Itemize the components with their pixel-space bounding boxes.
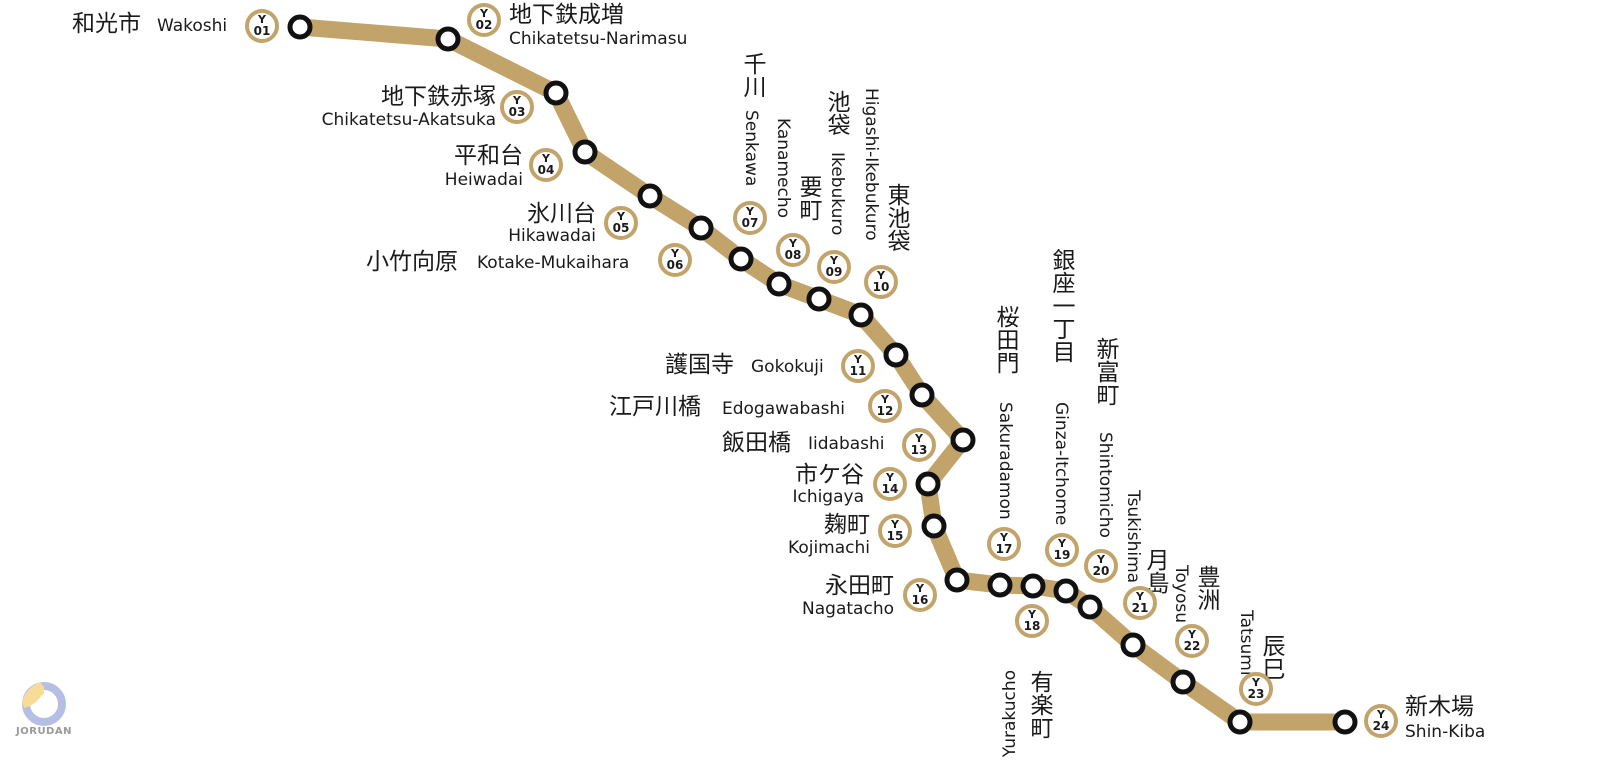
station-name-jp[interactable]: 飯田橋 bbox=[722, 430, 791, 456]
station-name-jp[interactable]: 桜田門 bbox=[992, 305, 1018, 374]
station-name-en[interactable]: Hikawadai bbox=[508, 226, 596, 246]
logo-text: JORUDAN bbox=[16, 726, 72, 737]
station-node-15[interactable] bbox=[921, 513, 947, 539]
station-name-en[interactable]: Ichigaya bbox=[792, 487, 864, 507]
station-node-21[interactable] bbox=[1120, 632, 1146, 658]
station-name-en[interactable]: Kanamecho bbox=[773, 118, 793, 218]
station-node-09[interactable] bbox=[806, 286, 832, 312]
station-name-en[interactable]: Chikatetsu-Narimasu bbox=[509, 29, 688, 49]
station-nodes bbox=[287, 14, 1358, 735]
station-node-24[interactable] bbox=[1332, 709, 1358, 735]
station-node-23[interactable] bbox=[1227, 709, 1253, 735]
station-name-en[interactable]: Wakoshi bbox=[157, 16, 228, 36]
station-node-17[interactable] bbox=[987, 572, 1013, 598]
station-name-en[interactable]: Higashi-Ikebukuro bbox=[861, 88, 881, 241]
station-name-en[interactable]: Yurakucho bbox=[1000, 670, 1020, 758]
station-name-en[interactable]: Shin-Kiba bbox=[1405, 722, 1486, 742]
station-name-en[interactable]: Tsukishima bbox=[1123, 490, 1143, 584]
station-node-20[interactable] bbox=[1077, 594, 1103, 620]
station-node-19[interactable] bbox=[1053, 578, 1079, 604]
station-name-jp[interactable]: 平和台 bbox=[454, 143, 523, 169]
station-node-14[interactable] bbox=[915, 471, 941, 497]
station-name-en[interactable]: Sakuradamon bbox=[995, 402, 1015, 520]
station-name-jp[interactable]: 氷川台 bbox=[527, 201, 596, 227]
station-name-en[interactable]: Chikatetsu-Akatsuka bbox=[321, 110, 496, 130]
station-node-16[interactable] bbox=[944, 567, 970, 593]
station-node-12[interactable] bbox=[909, 382, 935, 408]
station-name-jp[interactable]: 地下鉄赤塚 bbox=[381, 84, 496, 110]
station-name-en[interactable]: Shintomicho bbox=[1095, 432, 1115, 538]
station-node-11[interactable] bbox=[883, 342, 909, 368]
station-name-jp[interactable]: 地下鉄成増 bbox=[509, 2, 624, 28]
station-name-jp[interactable]: 麹町 bbox=[824, 512, 870, 538]
station-node-01[interactable] bbox=[287, 14, 313, 40]
station-node-03[interactable] bbox=[543, 80, 569, 106]
station-name-en[interactable]: Edogawabashi bbox=[722, 399, 846, 419]
station-name-en[interactable]: Tatsumi bbox=[1236, 610, 1256, 676]
station-name-jp[interactable]: 千川 bbox=[739, 52, 765, 98]
station-name-jp[interactable]: 市ケ谷 bbox=[795, 462, 864, 488]
station-node-02[interactable] bbox=[435, 26, 461, 52]
station-name-en[interactable]: Heiwadai bbox=[444, 170, 523, 190]
station-name-en[interactable]: Ginza-Itchome bbox=[1051, 402, 1071, 526]
station-name-en[interactable]: Iidabashi bbox=[808, 434, 885, 454]
station-name-jp[interactable]: 新富町 bbox=[1092, 337, 1118, 406]
station-name-en[interactable]: Senkawa bbox=[741, 110, 761, 187]
station-name-jp[interactable]: 江戸川橋 bbox=[609, 394, 701, 420]
station-node-08[interactable] bbox=[766, 271, 792, 297]
jorudan-logo-icon bbox=[22, 682, 66, 726]
station-name-jp[interactable]: 永田町 bbox=[825, 573, 894, 599]
station-name-en[interactable]: Kojimachi bbox=[788, 538, 870, 558]
station-name-jp[interactable]: 豊洲 bbox=[1193, 565, 1219, 611]
station-node-13[interactable] bbox=[950, 427, 976, 453]
station-name-jp[interactable]: 銀座一丁目 bbox=[1048, 248, 1074, 363]
station-node-05[interactable] bbox=[637, 183, 663, 209]
station-name-jp[interactable]: 新木場 bbox=[1405, 694, 1474, 720]
station-name-jp[interactable]: 有楽町 bbox=[1026, 670, 1052, 739]
logo-spacer bbox=[16, 678, 72, 724]
station-name-jp[interactable]: 和光市 bbox=[72, 11, 141, 37]
station-name-jp[interactable]: 小竹向原 bbox=[366, 249, 458, 275]
station-name-jp[interactable]: 東池袋 bbox=[883, 183, 909, 252]
station-name-jp[interactable]: 要町 bbox=[795, 175, 821, 221]
station-node-06[interactable] bbox=[688, 215, 714, 241]
station-name-en[interactable]: Toyosu bbox=[1171, 565, 1191, 623]
station-name-en[interactable]: Kotake-Mukaihara bbox=[477, 253, 630, 273]
station-name-jp[interactable]: 池袋 bbox=[823, 90, 849, 136]
station-node-18[interactable] bbox=[1020, 573, 1046, 599]
station-name-en[interactable]: Nagatacho bbox=[802, 599, 894, 619]
station-name-jp[interactable]: 護国寺 bbox=[665, 352, 734, 378]
jorudan-logo: JORUDAN bbox=[16, 678, 72, 737]
station-node-22[interactable] bbox=[1170, 669, 1196, 695]
station-node-07[interactable] bbox=[728, 246, 754, 272]
station-name-en[interactable]: Ikebukuro bbox=[827, 152, 847, 236]
station-node-10[interactable] bbox=[848, 302, 874, 328]
station-node-04[interactable] bbox=[572, 139, 598, 165]
station-name-en[interactable]: Gokokuji bbox=[751, 357, 824, 377]
